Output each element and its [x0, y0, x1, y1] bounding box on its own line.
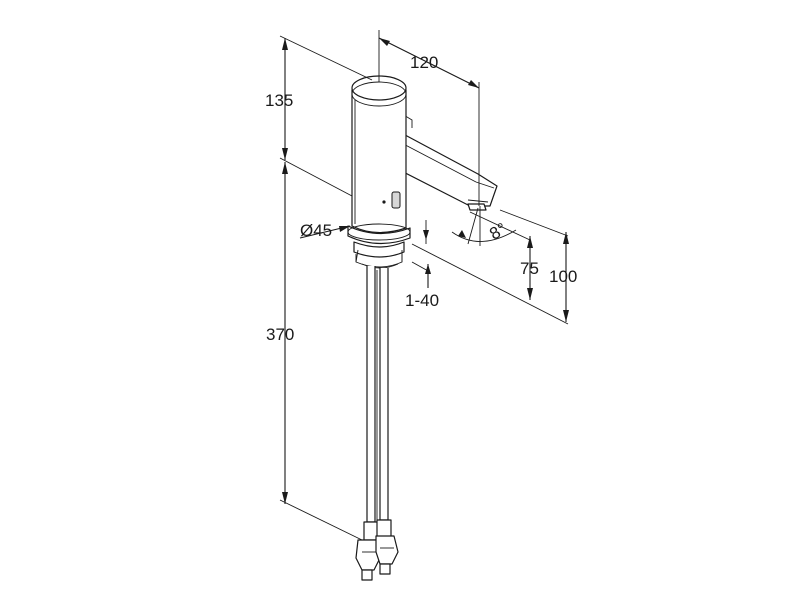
- dimension-labels: 120 135 Ø45 8° 75 100 1-40 370: [265, 53, 577, 344]
- label-spout-angle: 8°: [486, 219, 510, 244]
- dimension-370: [279, 157, 363, 541]
- dimension-75: [527, 236, 533, 300]
- label-diameter: Ø45: [300, 221, 332, 240]
- label-top-height: 135: [265, 91, 293, 110]
- label-outlet-100: 100: [549, 267, 577, 286]
- label-counter-thickness: 1-40: [405, 291, 439, 310]
- faucet-body: [351, 75, 407, 234]
- label-hose-length: 370: [266, 325, 294, 344]
- faucet: [347, 75, 498, 581]
- supply-hoses: [355, 266, 399, 581]
- sensor-window: [391, 191, 401, 209]
- dimension-135: [279, 35, 373, 160]
- dimension-120: [378, 30, 480, 206]
- dimension-lines: [279, 30, 569, 541]
- dimension-diameter-45: [299, 220, 429, 244]
- dimension-100: [563, 232, 569, 322]
- label-outlet-75: 75: [520, 259, 539, 278]
- dimension-1-40: [411, 261, 431, 288]
- label-spout-reach: 120: [410, 53, 438, 72]
- dimension-angle-8: [451, 206, 517, 246]
